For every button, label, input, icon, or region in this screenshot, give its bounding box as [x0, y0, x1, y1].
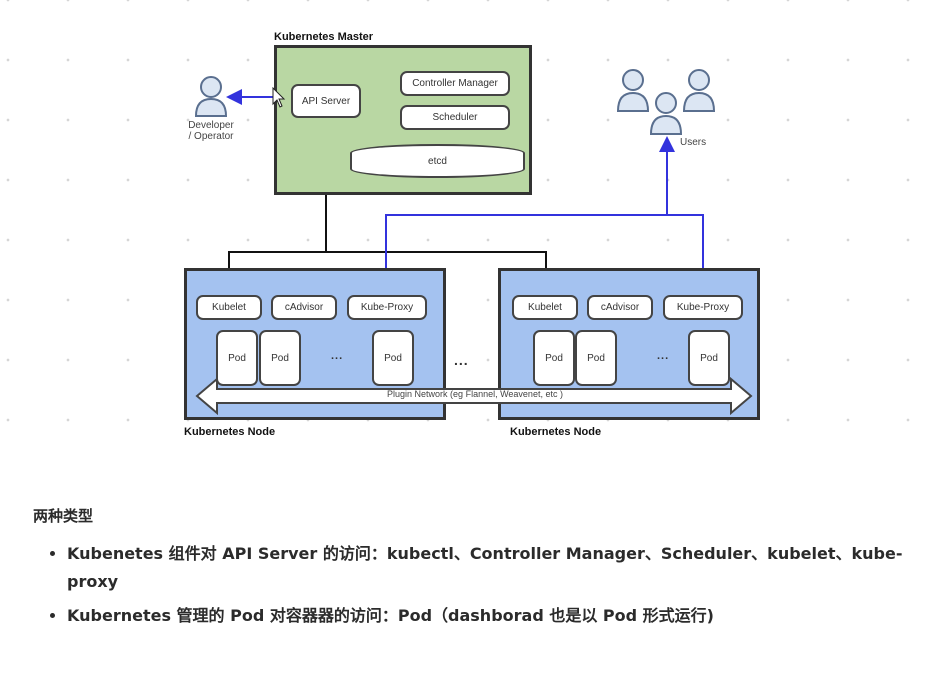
node1-cadvisor: cAdvisor: [271, 295, 337, 320]
node2-pods-ellipsis: ...: [657, 350, 670, 362]
node1-kube-proxy: Kube-Proxy: [347, 295, 427, 320]
node1-kubelet: Kubelet: [196, 295, 262, 320]
plugin-network-label: Plugin Network (eg Flannel, Weavenet, et…: [387, 389, 563, 399]
node2-title: Kubernetes Node: [510, 426, 602, 438]
node2-pod-1: Pod: [533, 330, 575, 386]
users-group-icon: [616, 69, 716, 135]
controller-manager-box: Controller Manager: [400, 71, 510, 96]
node1-title: Kubernetes Node: [184, 426, 276, 438]
node2-pod-2: Pod: [575, 330, 617, 386]
section-heading: 两种类型: [33, 507, 94, 525]
developer-label: Developer / Operator: [180, 120, 242, 142]
developer-label-line2: / Operator: [188, 131, 234, 142]
scheduler-box: Scheduler: [400, 105, 510, 130]
node1-pod-3: Pod: [372, 330, 414, 386]
between-nodes-ellipsis: ...: [454, 352, 469, 368]
bullet-item: Kubernetes 管理的 Pod 对容器器的访问：Pod（dashborad…: [67, 602, 923, 630]
description-section: 两种类型 Kubenetes 组件对 API Server 的访问：kubect…: [33, 505, 923, 636]
node1-pods-ellipsis: ...: [331, 350, 344, 362]
bullet-item: Kubenetes 组件对 API Server 的访问：kubectl、Con…: [67, 540, 923, 596]
developer-person-icon: [194, 76, 228, 117]
bullet-list: Kubenetes 组件对 API Server 的访问：kubectl、Con…: [33, 540, 923, 630]
users-label: Users: [680, 137, 707, 148]
mouse-cursor-icon: [272, 87, 286, 108]
node2-kubelet: Kubelet: [512, 295, 578, 320]
node2-pod-3: Pod: [688, 330, 730, 386]
node2-kube-proxy: Kube-Proxy: [663, 295, 743, 320]
users-proxy-bus: [385, 214, 704, 293]
node2-cadvisor: cAdvisor: [587, 295, 653, 320]
api-server-box: API Server: [291, 84, 361, 118]
developer-label-line1: Developer: [188, 120, 234, 131]
node1-pod-2: Pod: [259, 330, 301, 386]
etcd-cylinder: etcd: [350, 144, 525, 178]
plugin-network-arrow: [195, 377, 753, 415]
node1-pod-1: Pod: [216, 330, 258, 386]
master-title: Kubernetes Master: [274, 31, 374, 43]
